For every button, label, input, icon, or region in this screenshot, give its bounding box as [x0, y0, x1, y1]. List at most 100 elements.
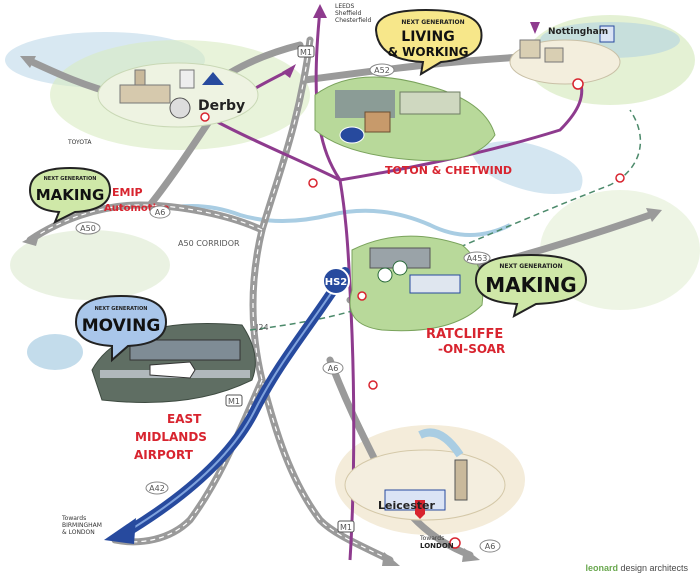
road-labels: M1 A52 A6 A50 A50 CORRIDOR A453 A6 M1 A4…: [75, 45, 501, 553]
a6-west-road: [146, 116, 214, 209]
ratcliffe-icon-1: [377, 267, 393, 283]
arrow-northwest: [20, 56, 36, 68]
direction-south-line1: Towards: [419, 535, 444, 542]
arrow-north-rail: [313, 4, 327, 18]
a50-plate: [75, 221, 101, 235]
hs2-station-marker: HS2: [322, 267, 350, 295]
a50-road: [26, 201, 266, 244]
station-east: [615, 173, 625, 183]
a6-west-plate: [149, 205, 171, 219]
ratcliffe-icon-2: [392, 260, 408, 276]
direction-south-line2: LONDON: [420, 542, 454, 550]
road-j24: J24: [255, 323, 269, 332]
label-ratcliffe-line1: RATCLIFFE: [426, 327, 503, 342]
toton-buildings-east: [399, 91, 461, 115]
a453-plate: [463, 251, 491, 265]
leicester-crest: [415, 500, 425, 519]
direction-north-line3: Chesterfield: [335, 17, 371, 24]
hs2-label: HS2: [325, 277, 348, 288]
bubble-making-west-small: NEXT GENERATION: [44, 176, 97, 182]
label-ratcliffe-line2: -ON-SOAR: [438, 342, 505, 356]
credit-brand: leonard: [585, 563, 618, 573]
label-leicester: Leicester: [378, 499, 435, 512]
a6-far-south-plate: [479, 539, 501, 553]
m1-north-plate: [297, 45, 315, 58]
bubble-making-east-small: NEXT GENERATION: [499, 263, 562, 270]
label-nottingham: Nottingham: [548, 27, 608, 37]
road-m1-airport: M1: [228, 397, 240, 406]
road-a6-far-south: A6: [485, 542, 496, 551]
trent-wetlands: [470, 141, 583, 194]
road-centre-lines: [29, 39, 391, 561]
road-a6-south: A6: [328, 364, 339, 373]
rail-nottingham: [339, 79, 584, 182]
river-trent: [159, 204, 511, 237]
derby-landmark: [97, 62, 259, 128]
label-toton: TOTON & CHETWIND: [385, 164, 512, 177]
road-a42: A42: [149, 484, 165, 493]
nottingham-landmark: [509, 22, 621, 85]
dashed-link-east: [349, 109, 642, 296]
road-arrows: [20, 56, 662, 566]
bubble-living-line1: LIVING: [401, 29, 454, 45]
bubble-living-line2: & WORKING: [388, 45, 469, 59]
bubble-making-east-shape: [474, 253, 588, 318]
reservoir-west: [27, 334, 83, 370]
arrow-south-m1: [382, 552, 400, 566]
a6-south-plate: [322, 361, 344, 375]
hs2-route-highlight: [129, 271, 346, 531]
road-a6-west: A6: [155, 208, 166, 217]
station-derby: [200, 112, 210, 122]
derby-sign: [179, 69, 195, 89]
arrow-east-a453: [646, 208, 662, 222]
bubble-living: NEXT GENERATION LIVING & WORKING: [374, 8, 483, 76]
bubble-living-shape: [374, 8, 483, 76]
label-emip-line2: Automotive: [104, 203, 170, 214]
bubble-living-small: NEXT GENERATION: [401, 19, 464, 26]
direction-southwest-line3: & LONDON: [62, 529, 95, 536]
toton-development: [314, 76, 496, 162]
road-m1-north: M1: [300, 48, 312, 57]
m1-south-plate: [337, 520, 355, 533]
arrow-west-a50: [22, 232, 40, 246]
road-a50: A50: [80, 224, 96, 233]
bubble-making-west-shape: [28, 166, 112, 225]
bubble-moving-small: NEXT GENERATION: [95, 306, 148, 312]
nottingham-crest: [599, 25, 615, 43]
station-leicester-south: [449, 537, 461, 549]
bubble-making-west-big: MAKING: [36, 186, 105, 204]
label-ema-line1: EAST: [167, 412, 202, 426]
bubble-moving-shape: [74, 294, 168, 363]
road-a50-corridor: A50 CORRIDOR: [178, 239, 240, 248]
west-green-area: [10, 230, 170, 300]
credit-rest: design architects: [617, 563, 688, 573]
derby-turbine: [169, 97, 191, 119]
ratcliffe-solar: [409, 274, 461, 294]
bubble-making-west: NEXT GENERATION MAKING: [28, 166, 112, 225]
hs2-arrowhead: [104, 518, 136, 544]
label-ema-line3: AIRPORT: [134, 448, 194, 462]
road-a52: A52: [374, 66, 390, 75]
station-toton: [308, 178, 318, 188]
direction-southwest-line1: Towards: [61, 515, 86, 522]
label-emip-line1: EMIP: [112, 186, 143, 199]
nottingham-location-pin: [530, 22, 540, 34]
rail-stations: [200, 78, 625, 549]
arrow-south-a6: [462, 548, 480, 562]
bubble-making-east: NEXT GENERATION MAKING: [474, 253, 588, 318]
arrow-derby-rail: [282, 64, 296, 78]
station-loughborough: [368, 380, 378, 390]
label-ema-line2: MIDLANDS: [135, 430, 207, 444]
nottingham-hall: [544, 47, 564, 63]
airport-terminals: [129, 339, 241, 361]
toton-station: [339, 126, 365, 144]
leicester-clock-tower: [454, 459, 468, 501]
bubble-moving-big: MOVING: [82, 316, 161, 336]
rail-derby: [209, 116, 341, 182]
a42-centre-line: [114, 379, 263, 543]
hs2-circle: [322, 267, 350, 295]
direction-north-line2: Sheffield: [335, 10, 361, 17]
a42-plate: [145, 481, 169, 495]
